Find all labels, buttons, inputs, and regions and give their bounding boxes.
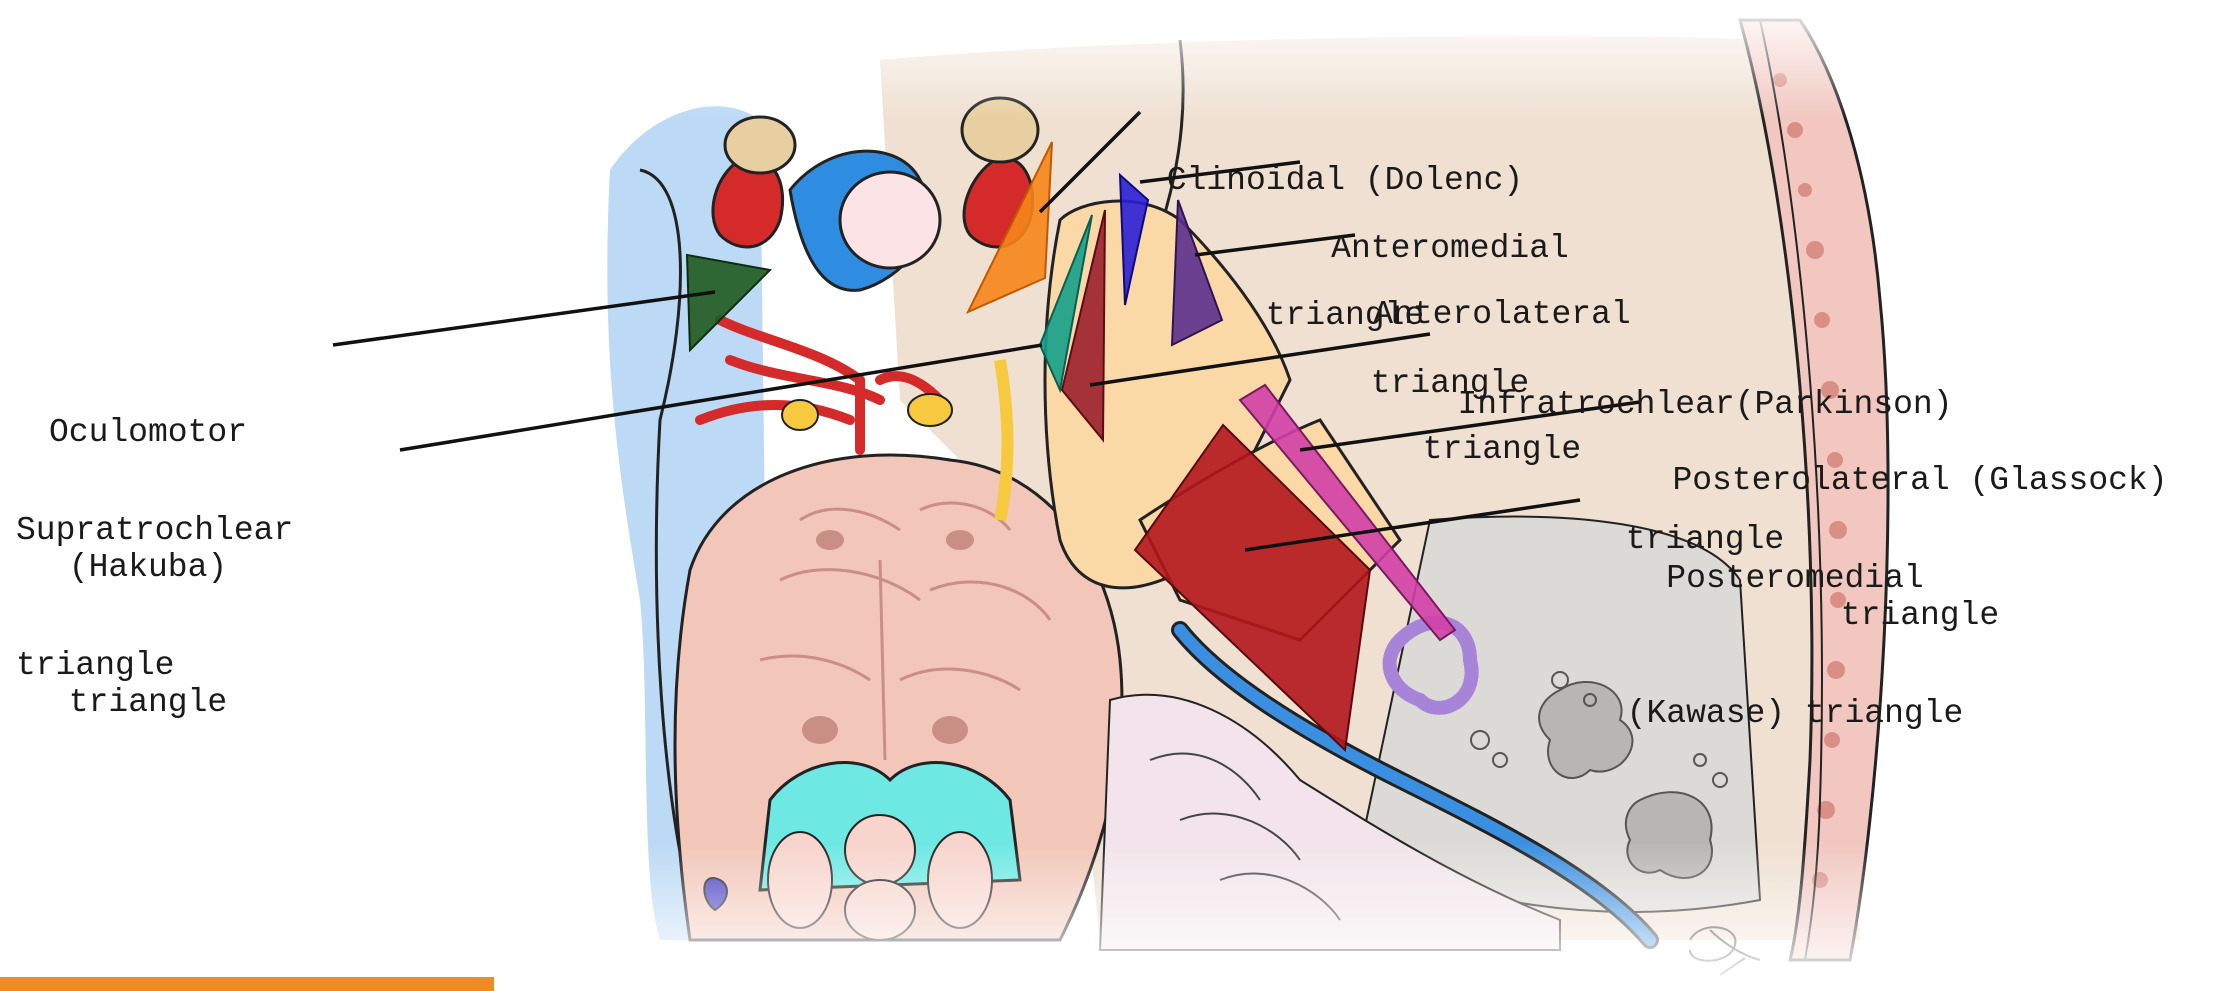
supratrochlear-label-line2: triangle: [16, 643, 376, 688]
posteromedial-label: Posteromedial (Kawase) triangle: [1595, 466, 1995, 781]
cerebellar-tonsils: [768, 815, 992, 940]
posteromedial-label-line1: Posteromedial: [1595, 556, 1995, 601]
supratrochlear-label: Supratrochlear triangle: [16, 418, 376, 733]
posteromedial-label-line2: (Kawase) triangle: [1595, 691, 1995, 736]
pituitary-gland: [840, 172, 940, 268]
supratrochlear-label-line1: Supratrochlear: [16, 508, 376, 553]
accent-bar: [0, 977, 494, 991]
